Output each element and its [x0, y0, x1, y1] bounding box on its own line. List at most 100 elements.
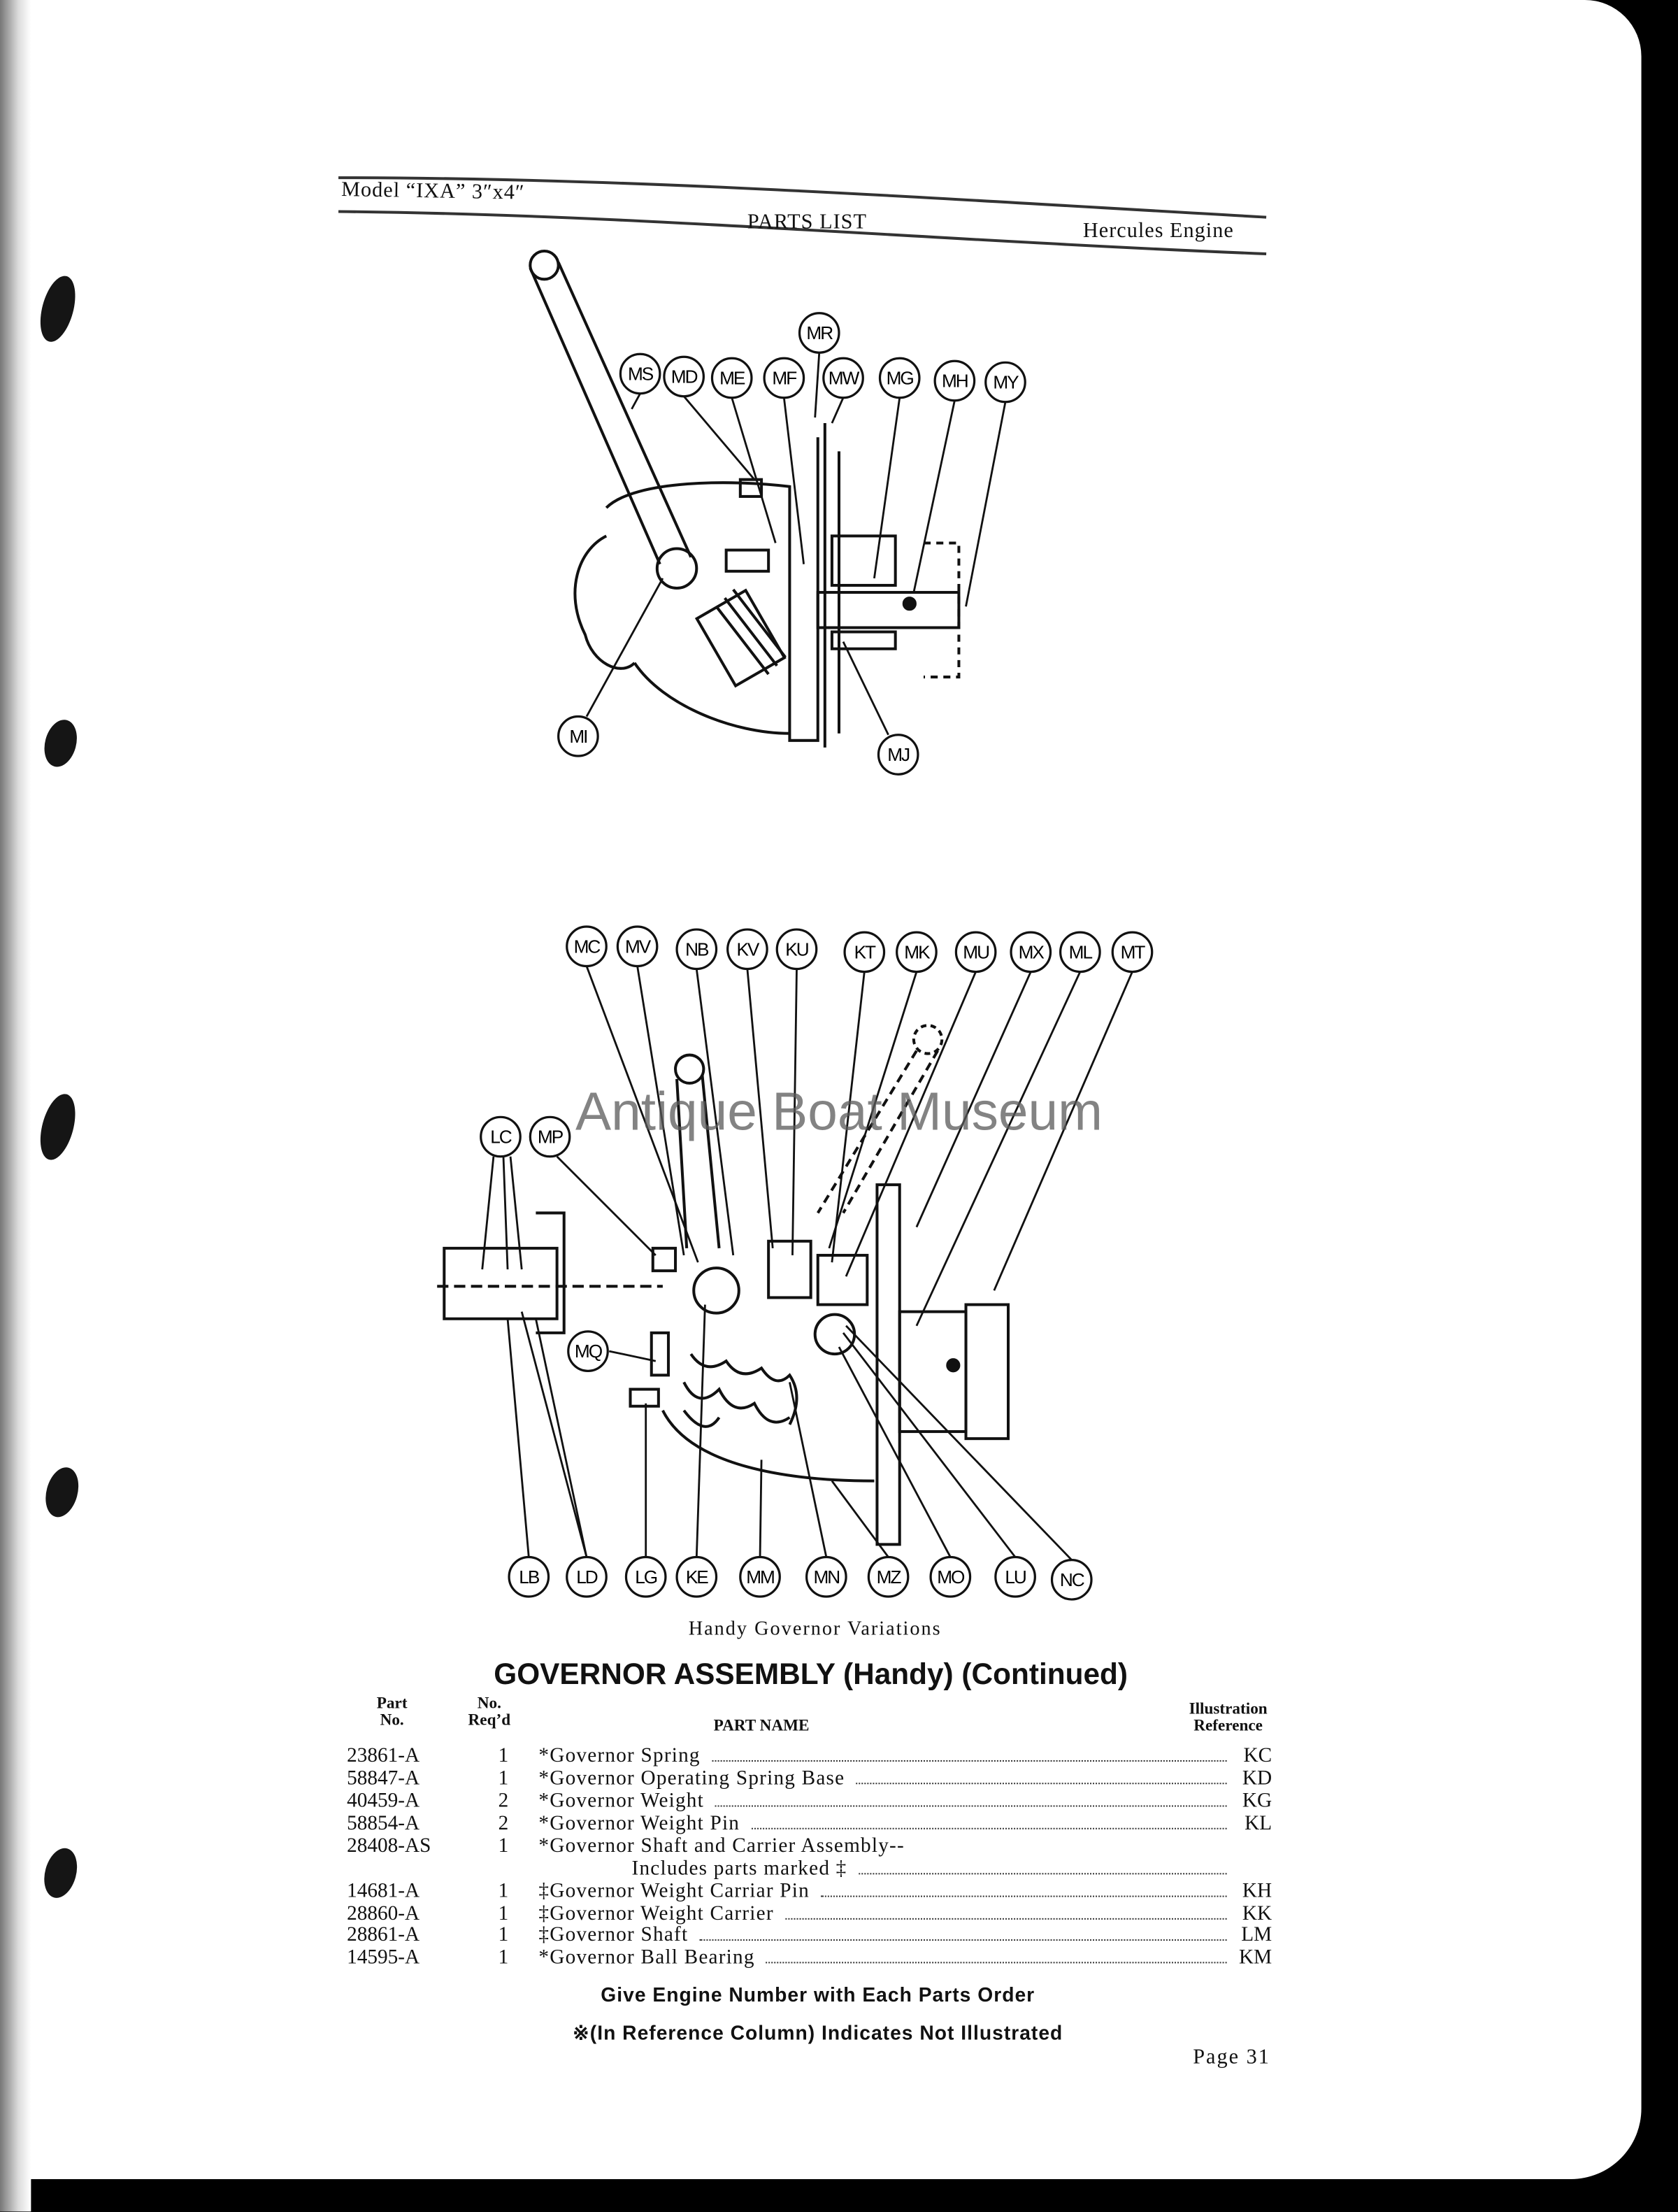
callout-md: MD — [663, 355, 705, 398]
callout-circle — [763, 357, 805, 399]
figure-caption: Handy Governor Variations — [688, 1619, 942, 1641]
dot-leader — [858, 1871, 1227, 1875]
callout-mx: MX — [1010, 931, 1052, 973]
callout-mf: MF — [763, 357, 805, 399]
header-text: No. — [477, 1695, 501, 1713]
callout-label: MY — [993, 372, 1019, 393]
illustration-reference: KL — [1245, 1812, 1272, 1835]
part-name: *Governor Shaft and Carrier Assembly-- — [538, 1834, 905, 1858]
callout-circle — [1010, 931, 1052, 973]
part-name: *Governor Operating Spring Base — [538, 1767, 845, 1790]
callout-circle — [984, 361, 1026, 404]
part-name: *Governor Ball Bearing — [538, 1946, 755, 1969]
callout-mi: MI — [557, 715, 599, 757]
callout-mk: MK — [896, 931, 938, 973]
part-number: 28861-A — [347, 1923, 420, 1947]
callout-circle — [775, 928, 818, 971]
callout-circle — [878, 357, 921, 399]
header-rule-bottom — [338, 210, 1267, 256]
callout-label: LU — [1005, 1567, 1026, 1587]
illustration-reference: LM — [1241, 1923, 1272, 1947]
callout-label: LC — [490, 1127, 512, 1148]
dot-leader — [766, 1960, 1227, 1964]
watermark: Antique Boat Museum — [575, 1083, 1103, 1143]
callout-mq: MQ — [567, 1330, 609, 1372]
callout-lc: LC — [480, 1115, 522, 1158]
callout-label: NB — [685, 939, 709, 959]
illustration-reference: KM — [1239, 1946, 1272, 1969]
callout-circle — [933, 359, 976, 402]
quantity: 1 — [498, 1767, 509, 1790]
callout-label: MK — [904, 941, 931, 962]
callout-label: KU — [785, 939, 808, 959]
callout-circle — [726, 928, 768, 971]
callout-label: KT — [854, 941, 876, 962]
quantity: 1 — [498, 1902, 509, 1925]
part-name: ‡Governor Shaft — [538, 1923, 689, 1947]
header-text: Reference — [1193, 1718, 1263, 1735]
callout-circle — [619, 352, 661, 395]
callout-circle — [739, 1555, 781, 1598]
callout-mw: MW — [822, 357, 864, 399]
part-number: 40459-A — [347, 1790, 420, 1813]
callout-lg: LG — [624, 1555, 667, 1598]
callout-circle — [896, 931, 938, 973]
quantity: 1 — [498, 1834, 509, 1858]
callout-lu: LU — [994, 1555, 1036, 1598]
binding-edge — [0, 0, 31, 2212]
header-text: Illustration — [1189, 1701, 1268, 1718]
illustration-reference: KD — [1242, 1767, 1272, 1790]
section-title: GOVERNOR ASSEMBLY (Handy) (Continued) — [494, 1658, 1128, 1692]
callout-label: KE — [686, 1567, 708, 1587]
header-model: Model “IXA” 3″x4″ — [340, 178, 525, 205]
callout-mc: MC — [566, 925, 608, 968]
callout-circle — [675, 1555, 718, 1598]
header-part-name: PART NAME — [713, 1718, 810, 1735]
part-name: *Governor Weight Pin — [538, 1812, 740, 1835]
part-number: 23861-A — [347, 1744, 420, 1768]
header-no-reqd: No.Req’d — [454, 1695, 524, 1729]
callout-ms: MS — [619, 352, 661, 395]
top-governor-drawing — [529, 249, 961, 748]
part-name: *Governor Spring — [538, 1744, 701, 1768]
callout-mm: MM — [739, 1555, 781, 1598]
callout-circle — [557, 715, 599, 757]
callout-circle — [480, 1115, 522, 1158]
callout-circle — [954, 931, 997, 973]
callout-ke: KE — [675, 1555, 718, 1598]
callout-label: MF — [772, 368, 796, 389]
callout-label: MR — [806, 322, 833, 343]
order-note: Give Engine Number with Each Parts Order — [601, 1983, 1035, 2006]
dot-leader — [856, 1781, 1227, 1785]
callout-label: MD — [671, 366, 698, 387]
callout-ku: KU — [775, 928, 818, 971]
callout-label: MM — [746, 1567, 774, 1587]
dot-leader — [821, 1895, 1227, 1897]
quantity: 1 — [498, 1880, 509, 1903]
callout-label: ME — [719, 368, 745, 389]
top-leader-lines — [585, 352, 1007, 736]
callout-mn: MN — [805, 1555, 847, 1598]
callout-mp: MP — [529, 1115, 571, 1158]
part-name: ‡Governor Weight Carriar Pin — [538, 1880, 810, 1903]
part-name: ‡Governor Weight Carrier — [538, 1902, 774, 1925]
page-number: Page 31 — [1193, 2046, 1270, 2069]
callout-circle — [822, 357, 864, 399]
callout-mu: MU — [954, 931, 997, 973]
callout-nb: NB — [675, 928, 718, 971]
callout-circle — [616, 925, 659, 968]
callout-circle — [877, 734, 919, 776]
callout-label: MT — [1121, 941, 1146, 962]
callout-mt: MT — [1111, 931, 1154, 973]
callout-my: MY — [984, 361, 1026, 404]
callout-circle — [567, 1330, 609, 1372]
callout-label: MJ — [887, 744, 910, 765]
part-number: 28408-AS — [347, 1834, 431, 1858]
